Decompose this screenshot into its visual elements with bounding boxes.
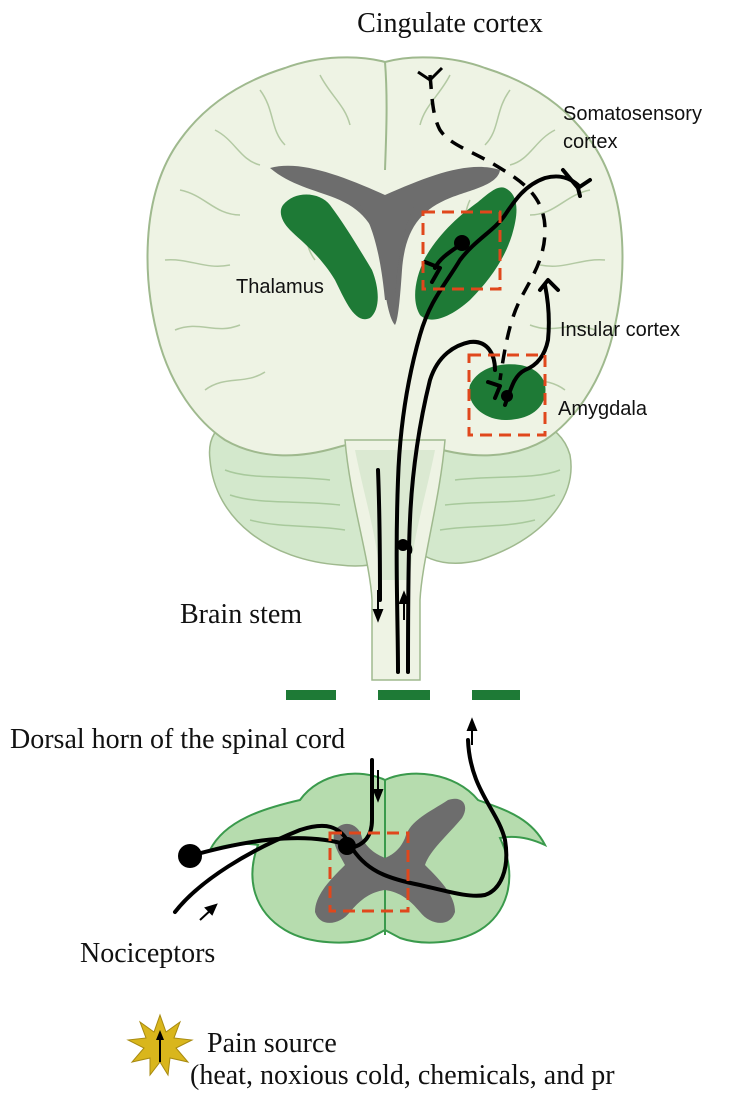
label-nociceptors: Nociceptors [80,938,215,969]
label-brain-stem: Brain stem [180,599,302,630]
section-break [286,690,520,700]
label-dorsal-horn: Dorsal horn of the spinal cord [10,724,345,755]
label-pain-source: Pain source [207,1028,337,1059]
label-somatosensory-2: cortex [563,131,617,153]
descending-brainstem [378,470,380,600]
amygdala-neuron [501,390,513,402]
label-thalamus: Thalamus [236,276,324,298]
nociceptor-cell-body [178,844,202,868]
label-insular-cortex: Insular cortex [560,319,680,341]
label-somatosensory-1: Somatosensory [563,103,702,125]
dorsal-horn-neuron [338,837,356,855]
label-pain-source-detail: (heat, noxious cold, chemicals, and pr [190,1060,615,1091]
thalamus-neuron [454,235,470,251]
label-amygdala: Amygdala [558,398,648,420]
brainstem-neuron [397,539,409,551]
pain-source-star [128,1015,192,1075]
brain [148,57,623,680]
label-cingulate-cortex: Cingulate cortex [357,8,543,39]
